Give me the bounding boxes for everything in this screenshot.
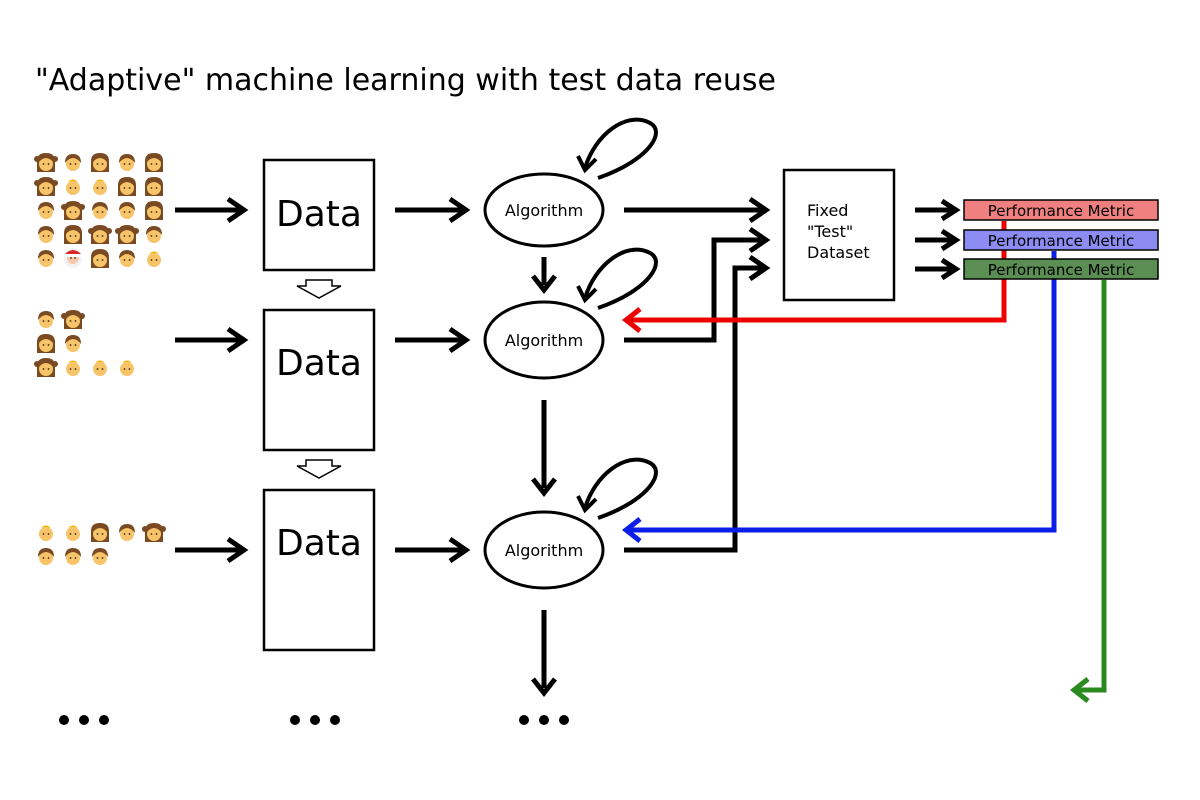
woman-icon bbox=[37, 334, 55, 353]
boy-icon bbox=[119, 154, 135, 171]
ellipsis-algorithm bbox=[519, 715, 569, 725]
baby-icon bbox=[39, 525, 53, 541]
baby-icon bbox=[147, 251, 161, 267]
baby-icon bbox=[66, 179, 80, 195]
people-group-3 bbox=[38, 523, 166, 565]
algorithm-label-2: Algorithm bbox=[505, 331, 583, 350]
algorithm-down-arrow-2 bbox=[531, 400, 557, 498]
woman-icon bbox=[91, 153, 109, 172]
data-label-1: Data bbox=[276, 194, 362, 235]
data-label-3: Data bbox=[276, 523, 362, 564]
woman-icon bbox=[64, 225, 82, 244]
baby-icon bbox=[93, 360, 107, 376]
boy-icon bbox=[38, 226, 54, 243]
algorithm-to-test-arrow-3 bbox=[624, 254, 771, 553]
boy-icon bbox=[38, 250, 54, 267]
metric-label-green: Performance Metric bbox=[988, 261, 1134, 279]
woman-icon bbox=[145, 153, 163, 172]
boy-icon bbox=[65, 154, 81, 171]
woman-icon bbox=[118, 177, 136, 196]
baby-icon bbox=[120, 360, 134, 376]
boy-icon bbox=[146, 226, 162, 243]
people-to-data-arrow-3 bbox=[175, 536, 249, 564]
self-loop-arrow-1 bbox=[576, 117, 658, 180]
girl-icon bbox=[142, 523, 166, 542]
data-to-algorithm-arrow-2 bbox=[395, 326, 471, 354]
algorithm-node-3: Algorithm bbox=[483, 510, 605, 590]
self-loop-arrow-2 bbox=[576, 247, 658, 310]
boy-icon bbox=[119, 202, 135, 219]
people-to-data-arrow-2 bbox=[175, 326, 249, 354]
feedback-arrow-blue bbox=[621, 251, 1057, 543]
girl-icon bbox=[34, 153, 58, 172]
test-dataset-line-1: Fixed bbox=[807, 201, 848, 220]
feedback-arrow-red bbox=[621, 221, 1007, 333]
people-group-2 bbox=[34, 310, 134, 377]
algorithm-node-1: Algorithm bbox=[483, 172, 605, 248]
baby-icon bbox=[66, 360, 80, 376]
boy-icon bbox=[38, 311, 54, 328]
metric-label-red: Performance Metric bbox=[988, 202, 1134, 220]
baby-icon bbox=[93, 179, 107, 195]
algorithm-node-2: Algorithm bbox=[483, 300, 605, 380]
woman-icon bbox=[91, 523, 109, 542]
data-box-1: Data bbox=[262, 158, 376, 272]
algorithm-to-test-arrow-1 bbox=[624, 196, 771, 224]
test-to-metric-arrow-1 bbox=[915, 198, 961, 222]
ellipsis-data bbox=[290, 715, 340, 725]
test-dataset-line-3: Dataset bbox=[807, 243, 870, 262]
girl-icon bbox=[34, 358, 58, 377]
ellipsis-people bbox=[59, 715, 109, 725]
diagram-title: "Adaptive" machine learning with test da… bbox=[35, 63, 776, 98]
metric-box-red: Performance Metric bbox=[963, 199, 1159, 221]
data-to-algorithm-arrow-1 bbox=[395, 196, 471, 224]
woman-icon bbox=[91, 249, 109, 268]
boy-icon bbox=[38, 202, 54, 219]
test-dataset-line-2: "Test" bbox=[807, 222, 853, 241]
boy-icon bbox=[92, 548, 108, 565]
metric-box-blue: Performance Metric bbox=[963, 229, 1159, 251]
metric-box-green: Performance Metric bbox=[963, 258, 1159, 280]
algorithm-down-arrow-3 bbox=[531, 610, 557, 698]
test-to-metric-arrow-3 bbox=[915, 257, 961, 281]
boy-icon bbox=[65, 548, 81, 565]
boy-icon bbox=[92, 202, 108, 219]
boy-icon bbox=[119, 524, 135, 541]
feedback-arrow-green bbox=[1069, 280, 1107, 703]
algorithm-label-1: Algorithm bbox=[505, 201, 583, 220]
santa-icon bbox=[64, 250, 82, 268]
woman-icon bbox=[145, 201, 163, 220]
girl-icon bbox=[115, 225, 139, 244]
data-accumulate-arrow-2 bbox=[296, 459, 342, 479]
data-label-2: Data bbox=[276, 343, 362, 384]
girl-icon bbox=[61, 201, 85, 220]
test-to-metric-arrow-2 bbox=[915, 228, 961, 252]
people-group-1 bbox=[34, 153, 163, 268]
woman-icon bbox=[145, 177, 163, 196]
algorithm-label-3: Algorithm bbox=[505, 541, 583, 560]
data-box-3: Data bbox=[262, 488, 376, 652]
algorithm-down-arrow-1 bbox=[531, 257, 557, 295]
boy-icon bbox=[38, 548, 54, 565]
data-to-algorithm-arrow-3 bbox=[395, 536, 471, 564]
boy-icon bbox=[65, 335, 81, 352]
baby-icon bbox=[66, 525, 80, 541]
people-to-data-arrow-1 bbox=[175, 196, 249, 224]
girl-icon bbox=[34, 177, 58, 196]
boy-icon bbox=[119, 250, 135, 267]
girl-icon bbox=[88, 225, 112, 244]
self-loop-arrow-3 bbox=[576, 457, 658, 520]
girl-icon bbox=[61, 310, 85, 329]
data-accumulate-arrow-1 bbox=[296, 279, 342, 299]
test-dataset-box: Fixed "Test" Dataset bbox=[782, 168, 896, 302]
metric-label-blue: Performance Metric bbox=[988, 232, 1134, 250]
data-box-2: Data bbox=[262, 308, 376, 452]
algorithm-to-test-arrow-2 bbox=[624, 226, 771, 343]
